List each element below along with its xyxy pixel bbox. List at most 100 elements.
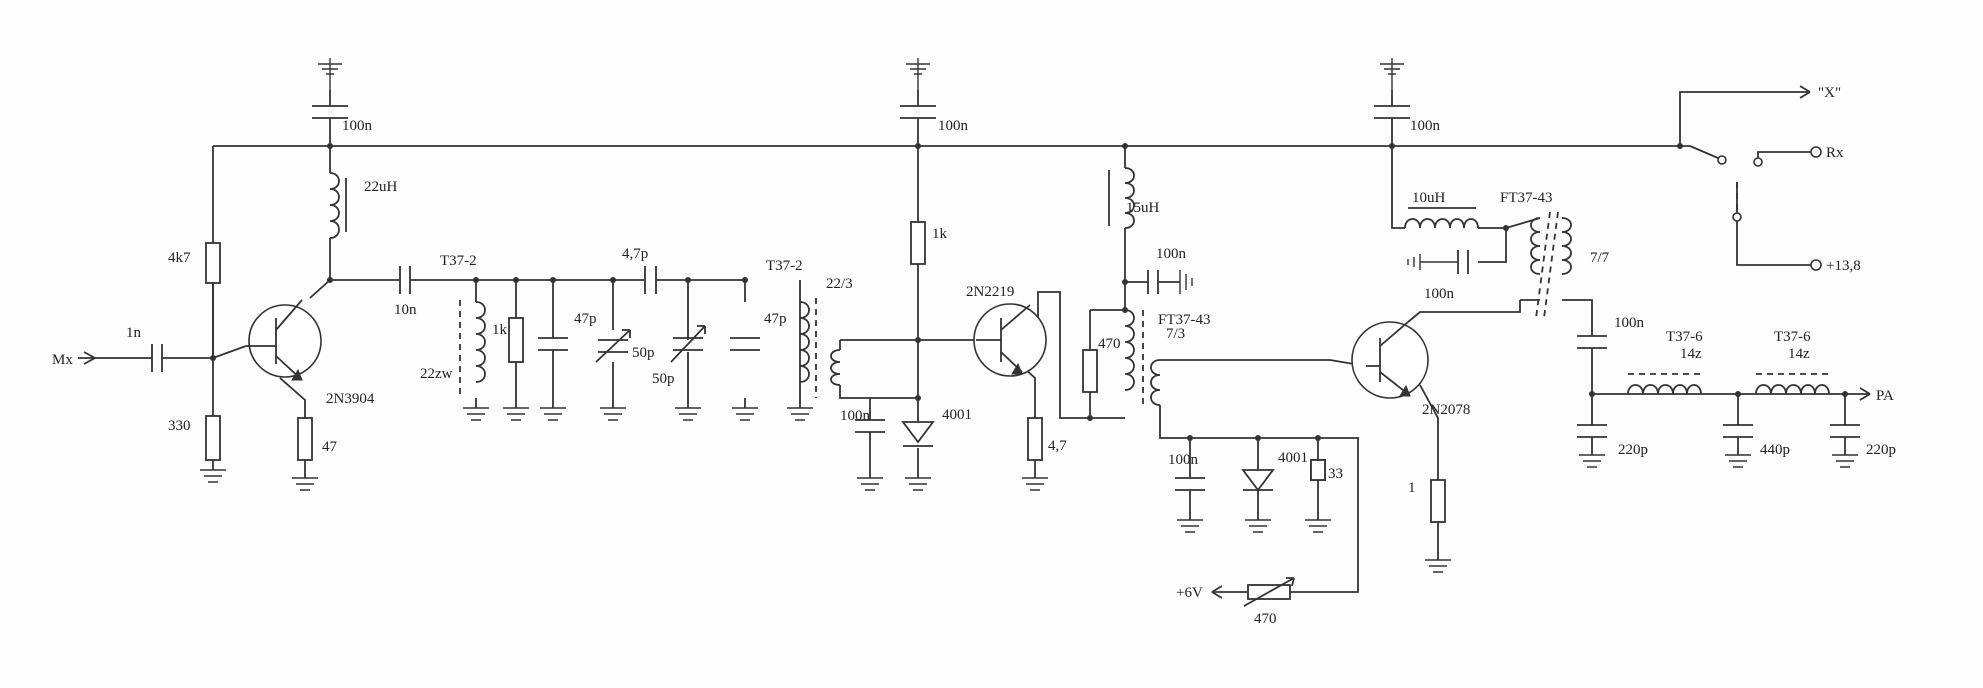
label-2n3904: 2N3904 [326,391,375,407]
label-15uH: 15uH [1126,200,1160,216]
label-4001-b: 4001 [1278,450,1308,466]
x-arrow [1799,85,1811,99]
label-10n: 10n [394,302,417,318]
junction-dots [210,143,1848,441]
label-47: 47 [322,439,338,455]
label-mx: Mx [52,352,73,368]
transformer-ft37-43-b [1520,211,1572,319]
label-330: 330 [168,418,191,434]
label-1n: 1n [126,325,142,341]
label-33: 33 [1328,466,1343,482]
resistor-1 [1430,479,1446,523]
resistor-47 [297,417,313,461]
label-4k7: 4k7 [168,250,191,266]
transistor-2n2078 [1351,321,1429,399]
inductor-22uH [329,172,347,239]
resistor-4-7 [1027,417,1043,461]
label-t37-6-b: T37-6 [1774,329,1811,345]
cap-440p [1723,424,1753,468]
label-14z-a: 14z [1680,346,1702,362]
inductor-15uH [1108,167,1135,229]
label-1: 1 [1408,480,1416,496]
label-47p-a: 47p [574,311,597,327]
label-plus-6v: +6V [1176,585,1203,601]
cap-100n-top-3 [1374,58,1410,119]
label-100n-8: 100n [1614,315,1645,331]
relay-contacts [1717,146,1822,271]
label-220p-b: 220p [1866,442,1896,458]
label-pa: PA [1876,388,1894,404]
resistor-1k-a [508,317,524,363]
plus-6v-arrow [1211,585,1223,599]
coil-t37-2-b [787,298,817,421]
label-ft37-43-b: FT37-43 [1500,190,1553,206]
label-7-3: 7/3 [1166,326,1185,342]
ground-4-7 [1022,477,1048,491]
label-50p-b: 50p [652,371,675,387]
cap-100n-5 [1175,477,1205,533]
label-4-7: 4,7 [1048,438,1067,454]
label-100n-3: 100n [840,408,871,424]
coil-t37-6-a [1627,373,1702,395]
ground-33 [1305,519,1331,533]
label-1k-a: 1k [492,322,508,338]
resistor-1k-b [910,221,926,265]
label-470-a: 470 [1098,336,1121,352]
label-22zw: 22zw [420,366,453,382]
label-1k-b: 1k [932,226,948,242]
ground-1 [1425,559,1451,573]
label-100n-1: 100n [342,118,373,134]
label-50p-a: 50p [632,345,655,361]
coil-t37-6-b [1755,373,1830,395]
label-14z-b: 14z [1788,346,1810,362]
cap-100n-top-2 [900,58,936,119]
cap-100n-top-1 [312,58,348,119]
label-4-7p: 4,7p [622,246,648,262]
label-100n-2: 100n [938,118,969,134]
coil-t37-2-secondary [830,349,841,386]
ground-330 [200,469,226,483]
resistor-330 [205,415,221,461]
pa-arrow [1859,387,1871,401]
label-100n-7: 100n [1424,286,1455,302]
transistor-2n3904 [246,299,322,381]
coil-22zw [459,300,489,421]
cap-100n-6 [1407,250,1469,274]
cap-220p-b [1830,424,1860,468]
resistor-470-a [1082,349,1098,393]
label-220p-a: 220p [1618,442,1648,458]
diode-4001-b [1241,469,1275,533]
transformer-ft37-43-a [1124,309,1161,406]
label-100n-4: 100n [1156,246,1187,262]
label-22-3: 22/3 [826,276,853,292]
label-2n2078: 2N2078 [1422,402,1470,418]
trimmer-50p-a [595,329,631,421]
cap-100n-4 [1147,270,1193,294]
ground-1k-a [503,407,529,421]
label-440p: 440p [1760,442,1790,458]
label-100n-5: 100n [1168,452,1199,468]
label-4001-a: 4001 [942,407,972,423]
label-rx: Rx [1826,145,1844,161]
resistor-4k7 [205,242,221,284]
inductor-10uH [1404,207,1479,229]
cap-100n-7 [1577,335,1607,349]
labels: Mx 1n 4k7 330 100n 22uH 2N3904 47 10n T3… [52,85,1896,627]
label-x: "X" [1818,85,1841,101]
cap-1n [151,344,163,372]
transistor-2n2219 [973,303,1047,377]
label-2n2219: 2N2219 [966,284,1014,300]
label-13-8: +13,8 [1826,258,1861,274]
cap-47p-b [730,337,760,421]
label-22uH: 22uH [364,179,398,195]
ground-47 [292,477,318,491]
cap-47p-a [538,337,568,421]
mx-arrow [83,351,96,365]
diode-4001-a [901,410,935,491]
label-t37-6-a: T37-6 [1666,329,1703,345]
cap-100n-3 [855,419,885,491]
label-7-7: 7/7 [1590,250,1610,266]
label-t37-2-a: T37-2 [440,253,477,269]
potentiometer-470 [1243,577,1295,607]
